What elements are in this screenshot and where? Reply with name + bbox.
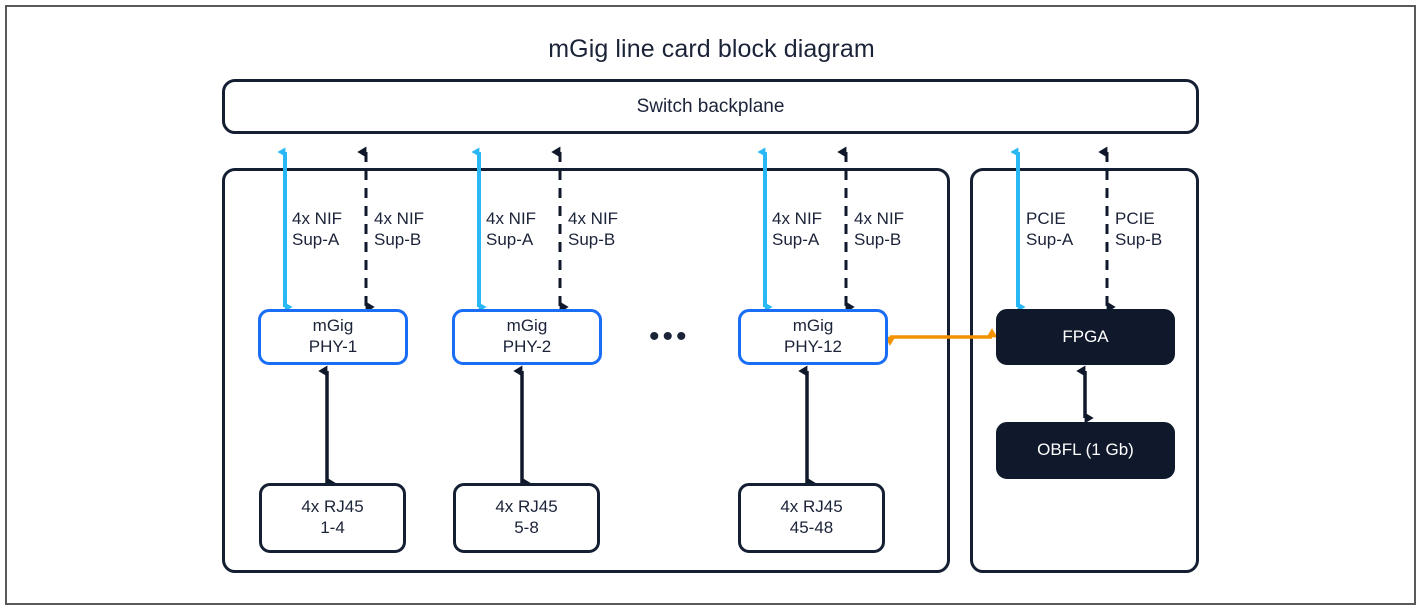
pcie-sup-b-label: PCIE Sup-B: [1115, 209, 1163, 250]
nif-sup-b-label-1: 4x NIF Sup-B: [374, 209, 425, 250]
fpga-box[interactable]: FPGA: [996, 309, 1175, 365]
mgig-phy-box-1[interactable]: mGig PHY-1: [258, 309, 408, 365]
nif-sup-a-label-2: 4x NIF Sup-A: [486, 209, 537, 250]
rj45-box-1[interactable]: 4x RJ45 1-4: [259, 483, 406, 553]
obfl-box[interactable]: OBFL (1 Gb): [996, 422, 1175, 479]
fpga-panel: [970, 168, 1199, 573]
ellipsis-indicator: •••: [649, 320, 690, 353]
mgig-phy-box-12[interactable]: mGig PHY-12: [738, 309, 888, 365]
pcie-sup-a-label: PCIE Sup-A: [1026, 209, 1074, 250]
page-title: mGig line card block diagram: [548, 35, 875, 63]
mgig-phy-box-2[interactable]: mGig PHY-2: [452, 309, 602, 365]
rj45-box-2[interactable]: 4x RJ45 5-8: [453, 483, 600, 553]
nif-sup-a-label-1: 4x NIF Sup-A: [292, 209, 343, 250]
nif-sup-b-label-2: 4x NIF Sup-B: [568, 209, 619, 250]
switch-backplane-box: Switch backplane: [222, 79, 1199, 134]
rj45-box-12[interactable]: 4x RJ45 45-48: [738, 483, 885, 553]
nif-sup-a-label-12: 4x NIF Sup-A: [772, 209, 823, 250]
nif-sup-b-label-12: 4x NIF Sup-B: [854, 209, 905, 250]
